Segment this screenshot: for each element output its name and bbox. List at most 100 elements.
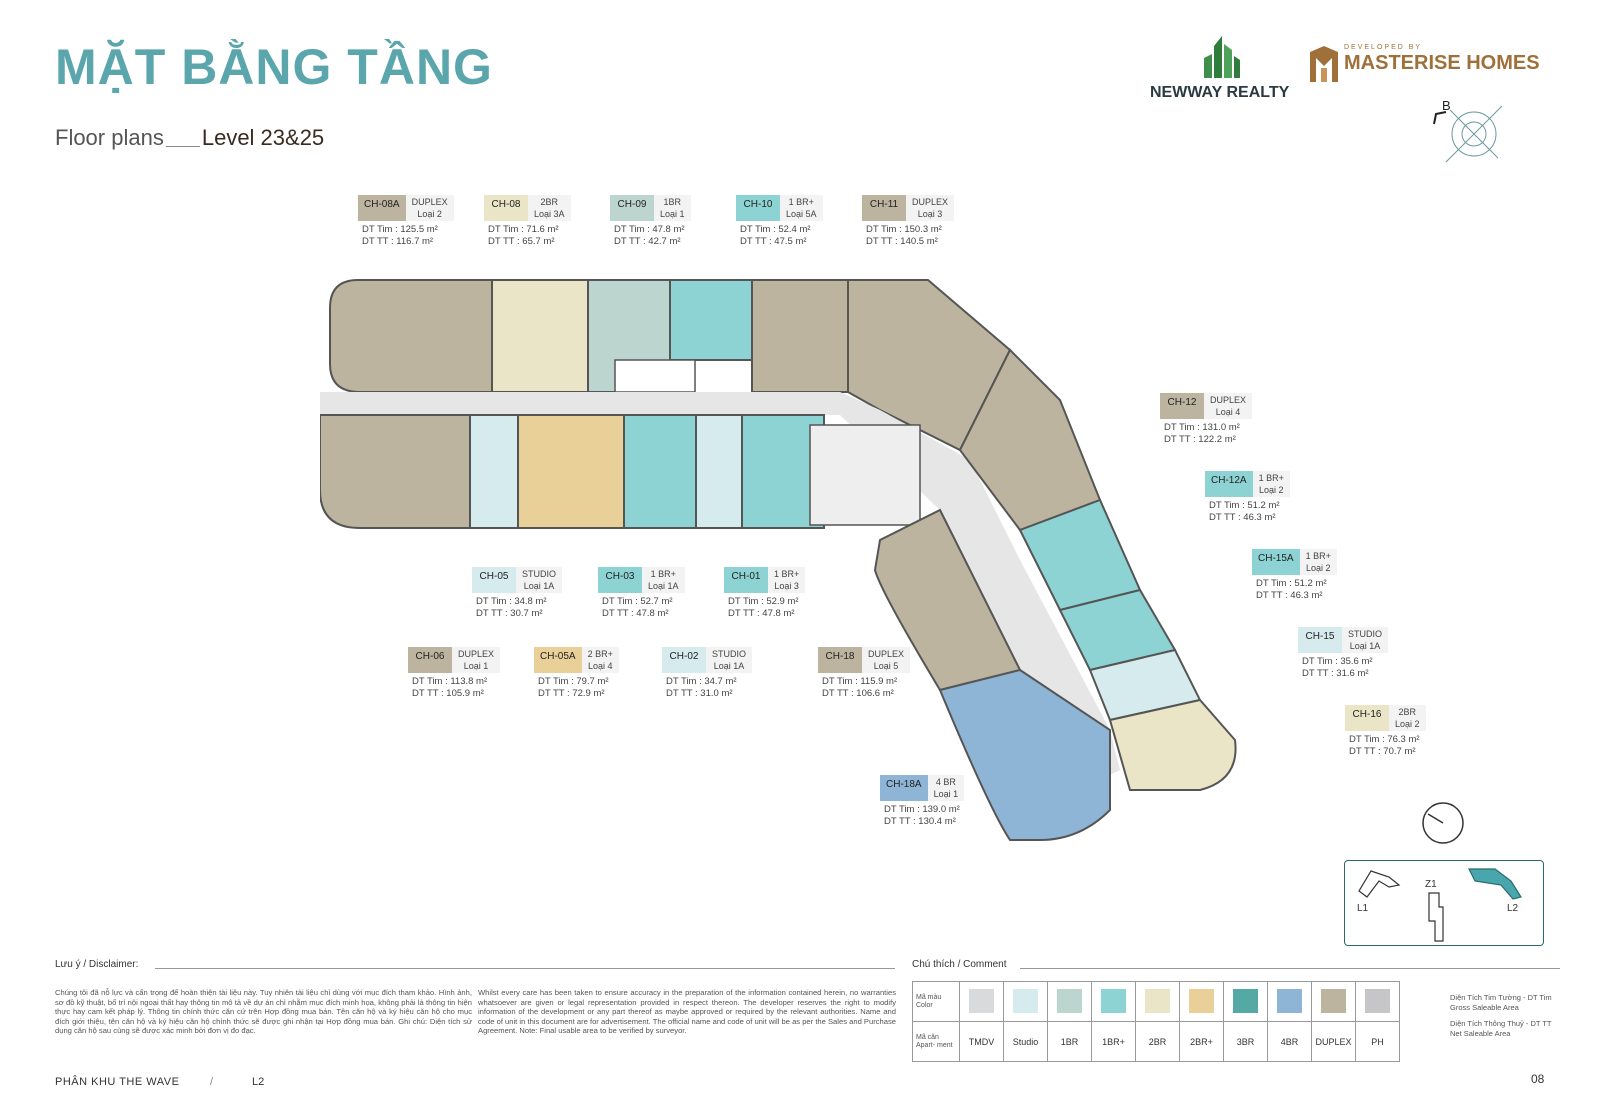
legend-swatch bbox=[959, 981, 1004, 1022]
unit-dt-tim: DT Tim : 76.3 m² bbox=[1349, 734, 1420, 745]
page-number: 08 bbox=[1531, 1072, 1545, 1086]
unit-type: 1BR bbox=[663, 197, 682, 207]
unit-loai: Loại 1A bbox=[648, 581, 679, 591]
unit-ch-03 bbox=[623, 414, 697, 529]
compass-icon: B bbox=[1433, 98, 1503, 163]
newway-logo: NEWWAY REALTY bbox=[1150, 32, 1290, 102]
disclaimer-divider bbox=[155, 968, 895, 969]
unit-dt-tim: DT Tim : 34.8 m² bbox=[476, 596, 547, 607]
unit-dt-tim: DT Tim : 34.7 m² bbox=[666, 676, 737, 687]
subtitle-floor-plans: Floor plans bbox=[55, 125, 164, 150]
unit-dt-tt: DT TT : 122.2 m² bbox=[1164, 434, 1236, 445]
unit-type: DUPLEX bbox=[411, 197, 448, 207]
page-title: MẶT BẰNG TẦNG bbox=[55, 39, 493, 95]
unit-type: DUPLEX bbox=[912, 197, 949, 207]
unit-dt-tt: DT TT : 116.7 m² bbox=[362, 236, 434, 247]
legend-title: Chú thích / Comment bbox=[912, 959, 1007, 970]
unit-dt-tim: DT Tim : 51.2 m² bbox=[1209, 500, 1280, 511]
unit-code: CH-05A bbox=[534, 647, 582, 673]
legend-type-label: Mã căn Apart- ment bbox=[912, 1021, 960, 1062]
unit-type: 1 BR+ bbox=[774, 569, 800, 579]
subtitle-level: Level 23&25 bbox=[201, 125, 325, 150]
unit-type: 2BR bbox=[540, 197, 559, 207]
legend-divider bbox=[1020, 968, 1560, 969]
unit-loai: Loại 1A bbox=[1349, 641, 1381, 651]
legend-swatch bbox=[1091, 981, 1136, 1022]
legend-swatch bbox=[1179, 981, 1224, 1022]
unit-loai: Loại 3 bbox=[774, 581, 799, 591]
legend-type: 1BR+ bbox=[1091, 1021, 1136, 1062]
unit-code: CH-06 bbox=[408, 647, 452, 673]
unit-dt-tt: DT TT : 47.5 m² bbox=[740, 236, 807, 247]
key-plan-l2: L2 bbox=[1507, 903, 1519, 914]
unit-type: DUPLEX bbox=[868, 649, 905, 659]
unit-type: 1 BR+ bbox=[1305, 551, 1331, 561]
unit-dt-tt: DT TT : 47.8 m² bbox=[728, 608, 795, 619]
unit-type: 1 BR+ bbox=[650, 569, 676, 579]
legend-color-row: Mã màu Color bbox=[912, 981, 1400, 1022]
unit-code: CH-09 bbox=[610, 195, 654, 221]
unit-loai: Loại 1 bbox=[933, 789, 959, 799]
unit-ch-02 bbox=[695, 414, 743, 529]
note-gross: Diện Tích Tim Tường - DT Tim bbox=[1450, 993, 1552, 1002]
unit-loai: Loại 1A bbox=[523, 581, 555, 591]
unit-code: CH-18A bbox=[880, 775, 928, 801]
disclaimer-title: Lưu ý / Disclaimer: bbox=[55, 959, 139, 970]
unit-type: 4 BR bbox=[935, 777, 956, 787]
unit-dt-tim: DT Tim : 52.4 m² bbox=[740, 224, 811, 235]
legend-type-row: Mã căn Apart- ment TMDV Studio 1BR 1BR+ … bbox=[912, 1021, 1400, 1062]
disclaimer-en: Whilst every care has been taken to ensu… bbox=[478, 988, 896, 1036]
legend-type: 2BR bbox=[1135, 1021, 1180, 1062]
unit-code: CH-11 bbox=[862, 195, 906, 221]
unit-ch-05a bbox=[517, 414, 625, 529]
unit-loai: Loại 2 bbox=[1305, 563, 1331, 573]
unit-dt-tim: DT Tim : 47.8 m² bbox=[614, 224, 685, 235]
unit-loai: Loại 3 bbox=[917, 209, 943, 219]
unit-loai: Loại 4 bbox=[1215, 407, 1241, 417]
legend-type: 2BR+ bbox=[1179, 1021, 1224, 1062]
footer-slash: / bbox=[210, 1076, 214, 1088]
unit-dt-tim: DT Tim : 139.0 m² bbox=[884, 804, 960, 815]
legend-type: 3BR bbox=[1223, 1021, 1268, 1062]
lift-core bbox=[809, 424, 921, 526]
unit-ch-11-a bbox=[751, 279, 849, 393]
unit-ch-16 bbox=[1108, 698, 1237, 791]
unit-code: CH-03 bbox=[598, 567, 642, 593]
unit-loai: Loại 2 bbox=[417, 209, 442, 219]
unit-code: CH-15A bbox=[1252, 549, 1300, 575]
stair-core bbox=[614, 359, 696, 393]
legend-type: PH bbox=[1355, 1021, 1400, 1062]
unit-dt-tt: DT TT : 46.3 m² bbox=[1256, 590, 1323, 601]
legend-swatch bbox=[1135, 981, 1180, 1022]
developed-by: DEVELOPED BY bbox=[1344, 44, 1423, 51]
unit-dt-tt: DT TT : 31.6 m² bbox=[1302, 668, 1369, 679]
legend-swatch bbox=[1311, 981, 1356, 1022]
unit-type: 1 BR+ bbox=[1258, 473, 1284, 483]
unit-ch-12 bbox=[958, 348, 1102, 532]
unit-code: CH-05 bbox=[472, 567, 516, 593]
masterise-mark-icon bbox=[1310, 46, 1338, 82]
unit-dt-tt: DT TT : 47.8 m² bbox=[602, 608, 669, 619]
unit-dt-tt: DT TT : 140.5 m² bbox=[866, 236, 938, 247]
unit-loai: Loại 1A bbox=[713, 661, 745, 671]
disclaimer-vn: Chúng tôi đã nỗ lực và cẩn trọng để hoàn… bbox=[55, 988, 472, 1036]
legend-type: Studio bbox=[1003, 1021, 1048, 1062]
masterise-logo-text: MASTERISE HOMES bbox=[1344, 52, 1540, 74]
unit-code: CH-12 bbox=[1160, 393, 1204, 419]
unit-type: 2BR bbox=[1398, 707, 1417, 717]
unit-code: CH-15 bbox=[1298, 627, 1342, 653]
unit-dt-tt: DT TT : 30.7 m² bbox=[476, 608, 543, 619]
unit-ch-05 bbox=[469, 414, 519, 529]
unit-ch-06 bbox=[320, 414, 471, 529]
